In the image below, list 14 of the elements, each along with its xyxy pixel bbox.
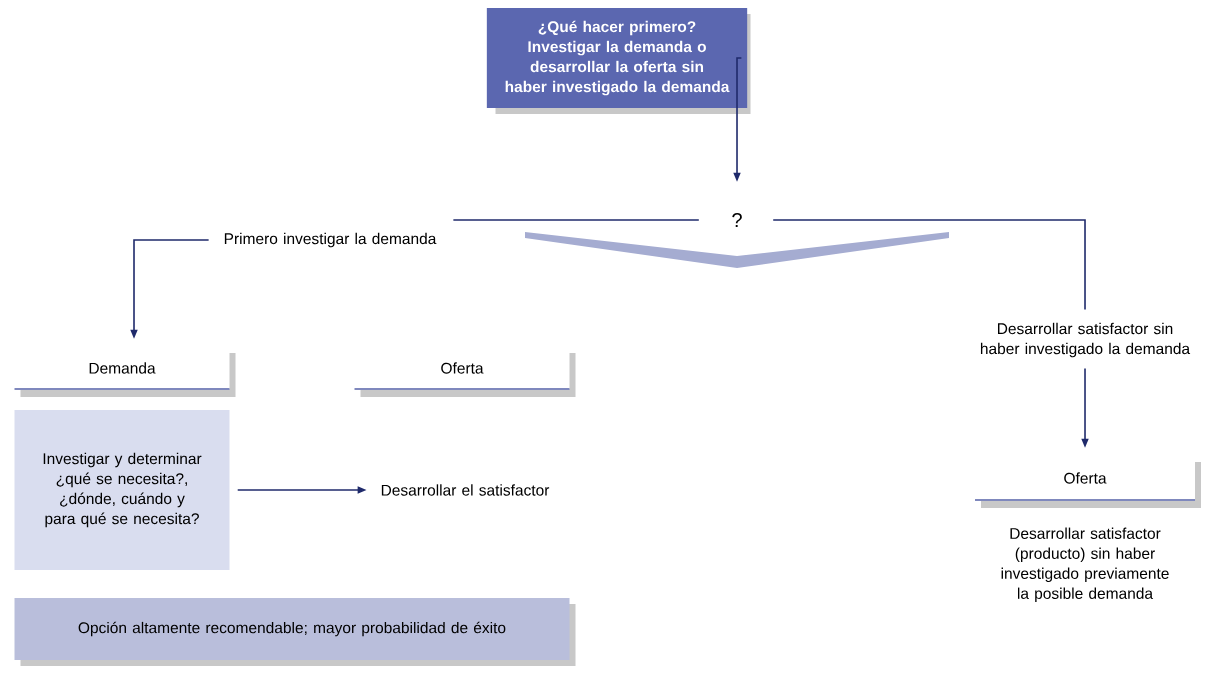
step-text: Desarrollar satisfactor sin haber investigado la demanda xyxy=(980,322,1191,358)
heading-box: Oferta xyxy=(974,456,1201,508)
connector-line xyxy=(772,219,1086,311)
conclusion-band: Opción altamente recomendable; mayor probabilidad de éxito xyxy=(14,598,576,666)
question-box: ¿Qué hacer primero? Investigar la demanda o desarrollar la oferta sin haber investigado la demanda xyxy=(486,8,751,114)
step-text: Desarrollar el satisfactor xyxy=(381,484,550,496)
connector-line xyxy=(452,219,700,221)
decision-chevron: ? xyxy=(525,213,949,268)
description-panel: Investigar y determinar ¿qué se necesita?, ¿dónde, cuándo y para qué se necesita? xyxy=(14,410,230,570)
step-text: Primero investigar la demanda xyxy=(224,232,437,248)
note-text: Desarrollar satisfactor (producto) sin haber investigado previamente la posible demanda xyxy=(1001,527,1169,602)
heading-box: Demanda xyxy=(13,347,236,397)
node-label: ? xyxy=(732,213,742,227)
heading-box: Oferta xyxy=(353,347,576,397)
